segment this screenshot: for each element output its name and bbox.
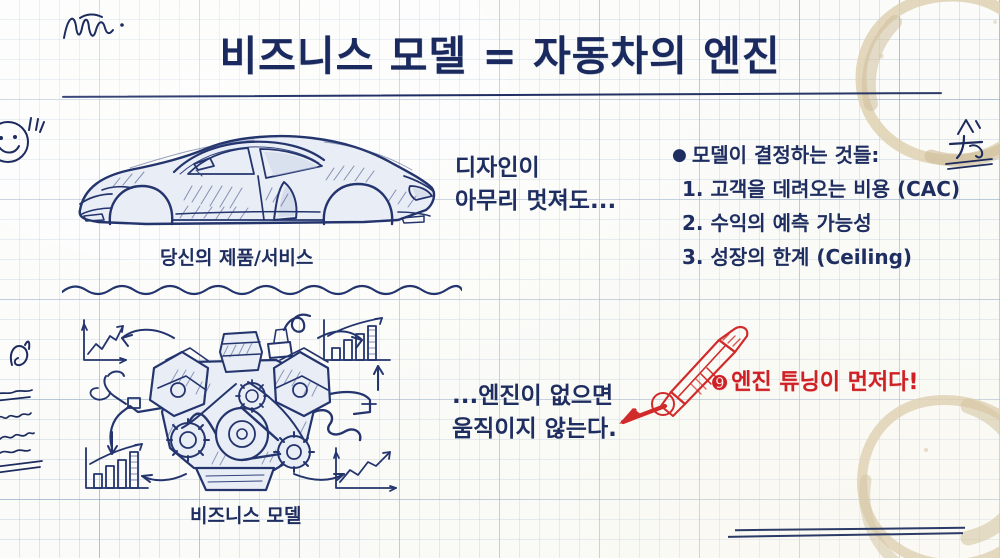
middle-top-text: 디자인이 아무리 멋져도... bbox=[455, 152, 616, 217]
middle-top-line-1: 디자인이 bbox=[455, 155, 540, 181]
middle-top-line-2: 아무리 멋져도... bbox=[455, 187, 617, 214]
page-title: 비즈니스 모델 = 자동차의 엔진 bbox=[219, 32, 781, 80]
sports-car-sketch bbox=[68, 128, 440, 246]
red-ballpoint-pen-icon bbox=[660, 326, 749, 417]
engine-chart-top-left bbox=[81, 319, 127, 364]
engine-chart-bottom-right bbox=[333, 447, 397, 492]
gear-right-icon bbox=[273, 431, 315, 473]
list-item: 1. 고객을 데려오는 비용 (CAC) bbox=[682, 177, 961, 201]
flow-arrow-left-down bbox=[107, 431, 118, 455]
red-annotation-label: 엔진 튜닝이 먼저다! bbox=[731, 370, 919, 395]
right-column-list: ●모델이 결정하는 것들: 1. 고객을 데려오는 비용 (CAC) 2. 수익… bbox=[672, 145, 960, 267]
flow-arrow-top-right bbox=[317, 330, 363, 349]
engine-caption: 비즈니스 모델 bbox=[190, 505, 302, 527]
car-caption: 당신의 제품/서비스 bbox=[160, 247, 314, 269]
middle-bottom-line-1: ...엔진이 없으면 bbox=[452, 383, 614, 409]
red-symbol-icon: ➒ bbox=[712, 373, 728, 394]
list-heading-label: 모델이 결정하는 것들: bbox=[691, 143, 880, 167]
flow-arrow-top-left bbox=[121, 328, 175, 347]
list-item: 2. 수익의 예측 가능성 bbox=[682, 211, 872, 235]
margin-notes-scribble bbox=[0, 325, 74, 505]
flow-arrow-right-up bbox=[373, 365, 384, 391]
smiley-face-doodle-icon bbox=[0, 108, 52, 178]
engine-sketch-with-charts bbox=[78, 312, 402, 498]
list-item: 3. 성장의 한계 (Ceiling) bbox=[682, 245, 913, 269]
engine-chart-bottom-left bbox=[85, 443, 149, 489]
bullet-dot-icon: ● bbox=[672, 145, 687, 165]
red-pen-annotation bbox=[615, 322, 755, 428]
middle-bottom-line-2: 움직이지 않는다. bbox=[452, 415, 617, 442]
engine-chart-top-right bbox=[323, 317, 391, 361]
wavy-divider bbox=[60, 278, 464, 300]
middle-bottom-text: ...엔진이 없으면 움직이지 않는다. bbox=[452, 380, 617, 445]
gear-left-icon bbox=[166, 418, 210, 462]
flow-arrow-bottom-left bbox=[141, 473, 187, 483]
red-arrow-down-left-icon bbox=[619, 403, 668, 425]
signature-scribble-icon bbox=[58, 8, 138, 48]
list-heading: ●모델이 결정하는 것들: bbox=[672, 145, 960, 165]
signature-initial-doodle-icon bbox=[940, 112, 998, 176]
